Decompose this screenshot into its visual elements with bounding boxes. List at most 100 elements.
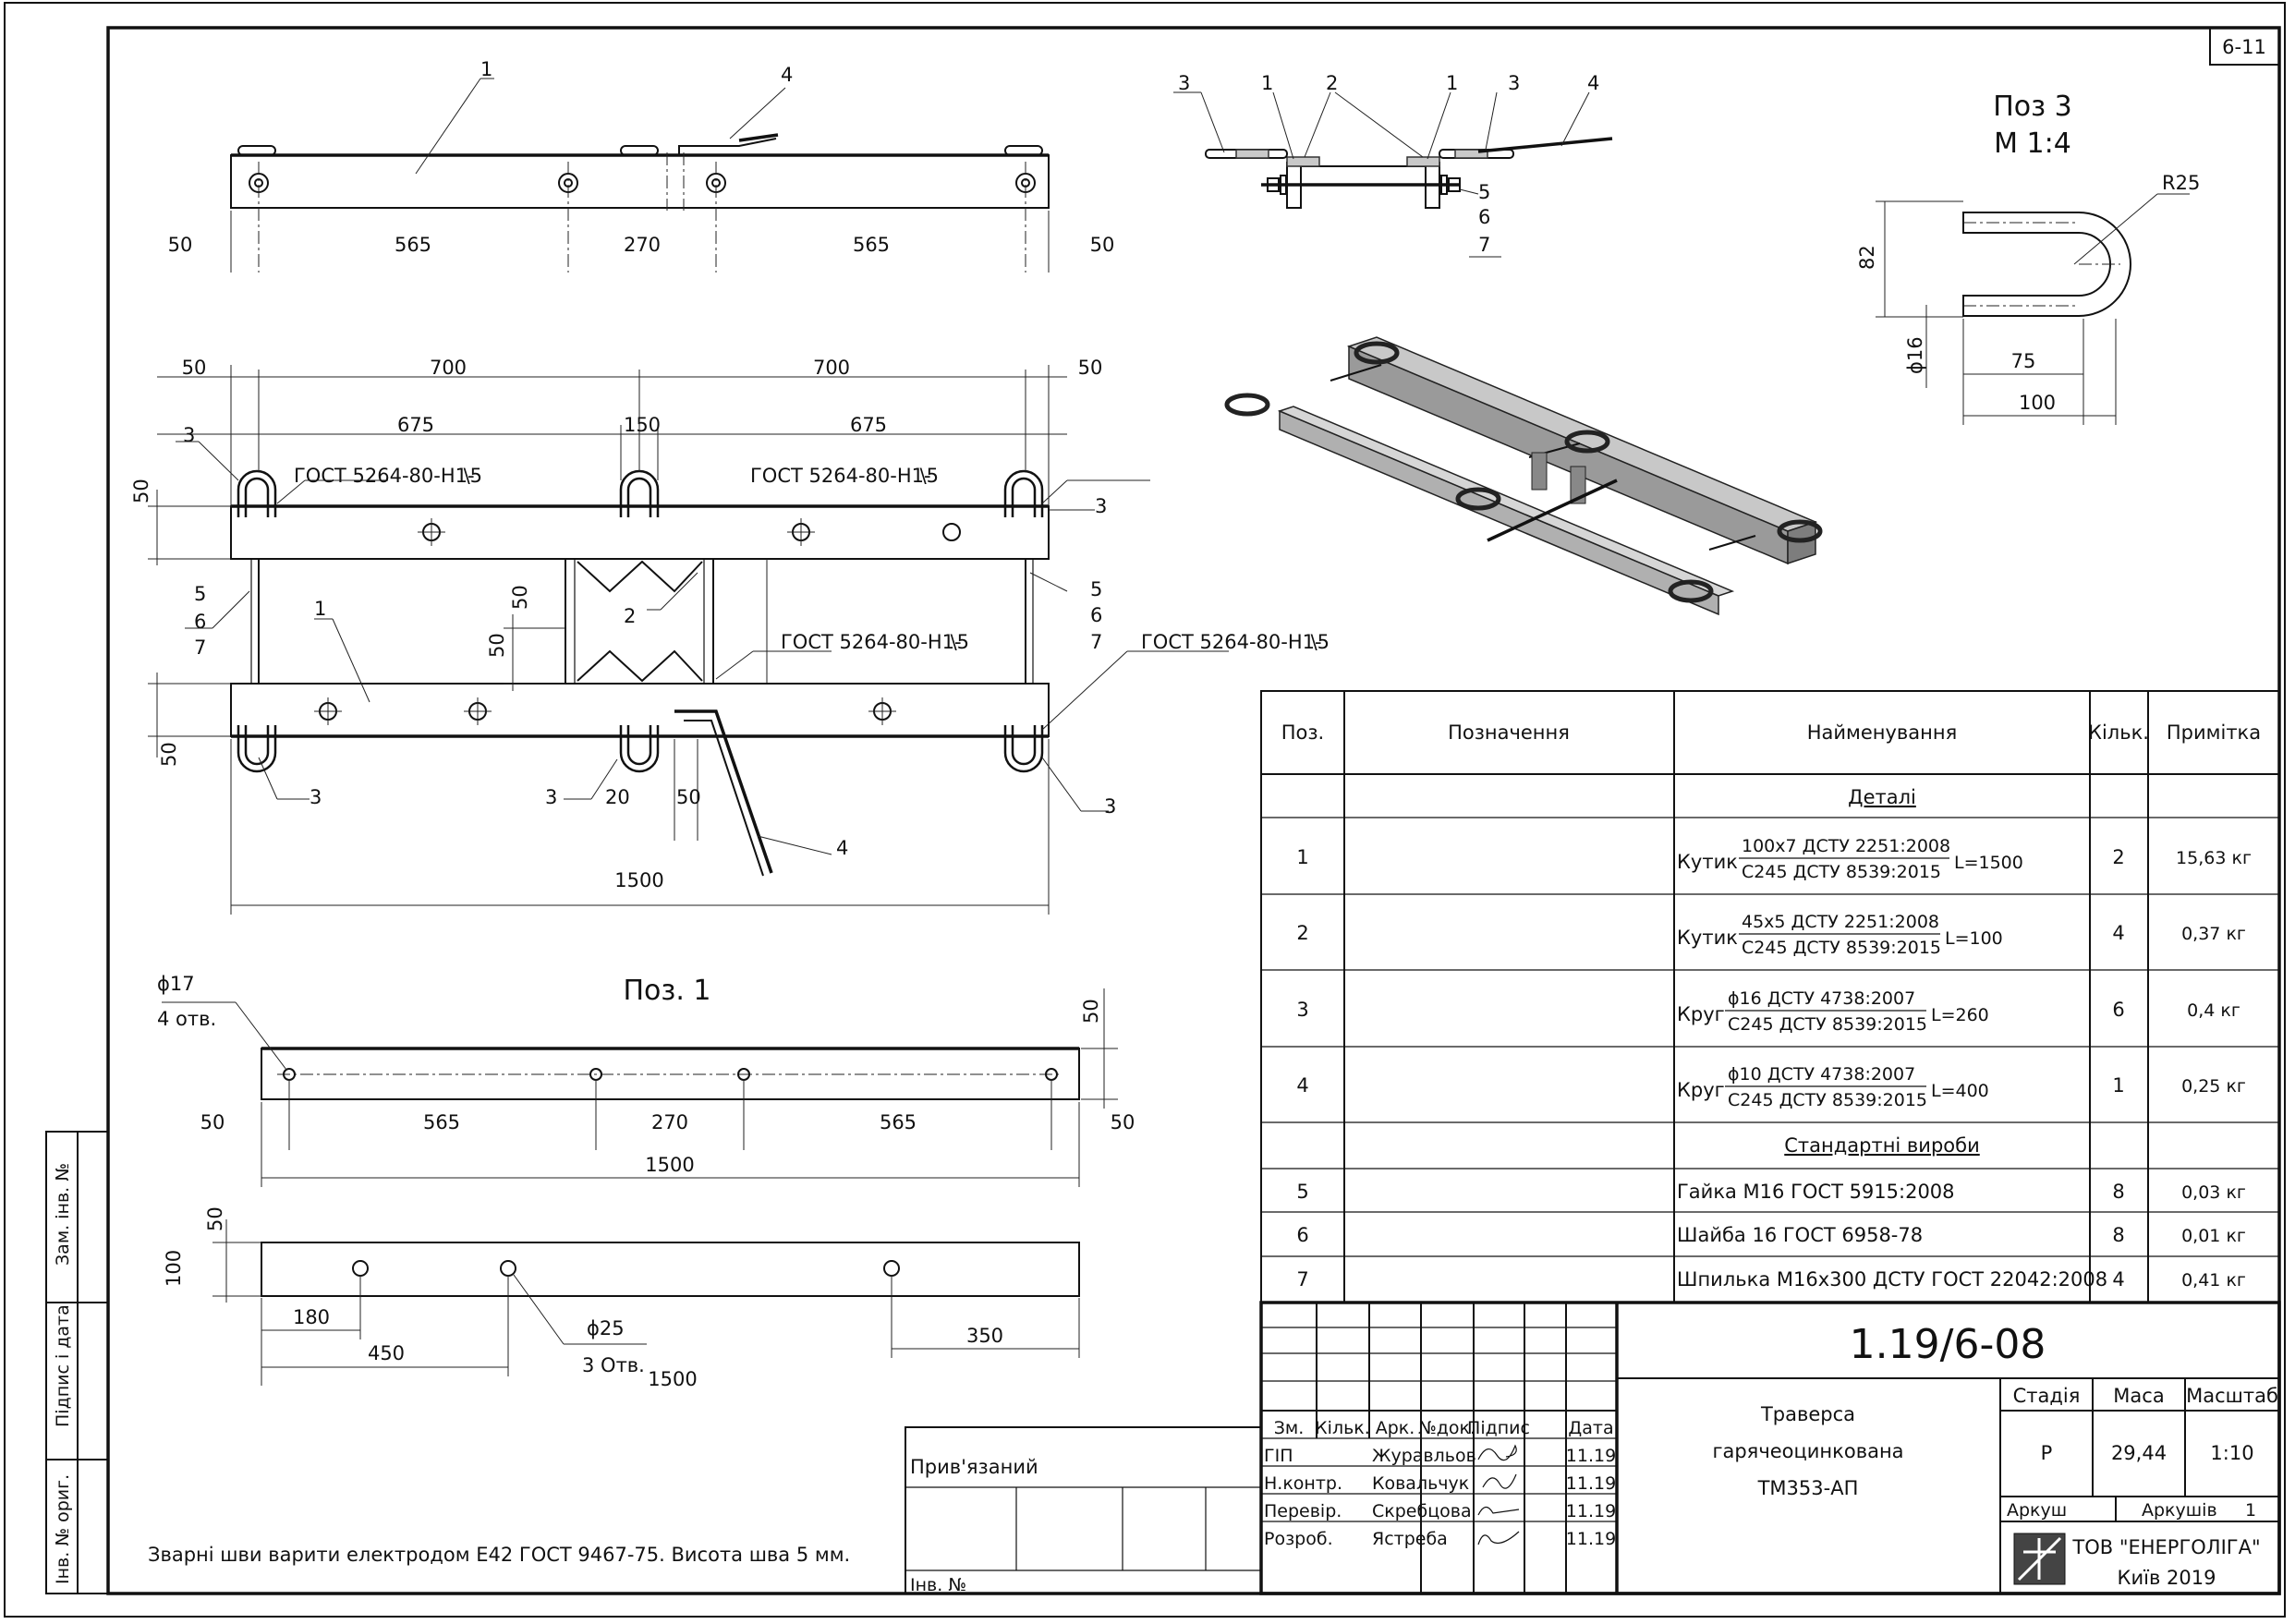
svg-text:1: 1 <box>2112 1074 2124 1097</box>
plan-dim-150: 150 <box>624 414 661 436</box>
top-view: 1 4 50 565 270 565 50 <box>168 58 1114 273</box>
tb-head-qty: Кільк. <box>1315 1418 1370 1438</box>
pos3-detail: Поз 3 М 1:4 R25 82 ϕ16 75 100 <box>1856 91 2200 425</box>
section-view: 3 1 2 1 3 4 5 6 7 <box>1173 72 1613 258</box>
pos1-dim-350: 350 <box>966 1325 1003 1347</box>
pos1-holes2-count: 3 Отв. <box>582 1354 645 1376</box>
stamp-sign-date: Підпис і дата <box>53 1304 73 1427</box>
binding-block: Прив'язаний Інв. № <box>905 1426 1262 1595</box>
bound-label: Прив'язаний <box>910 1456 1038 1478</box>
svg-text:15,63 кг: 15,63 кг <box>2176 848 2252 868</box>
signature-image <box>1482 1473 1517 1489</box>
signature-image <box>1477 1506 1520 1516</box>
title-line-2: гарячеоцинкована <box>1712 1440 1903 1462</box>
plan-label-2: 2 <box>624 605 636 627</box>
svg-text:Шпилька М16х300 ДСТУ ГОСТ 2204: Шпилька М16х300 ДСТУ ГОСТ 22042:2008 <box>1677 1268 2107 1291</box>
pos3-scale: М 1:4 <box>1994 127 2071 160</box>
svg-text:2: 2 <box>2112 846 2124 868</box>
outer-border <box>4 2 2286 1618</box>
pos3-width75: 75 <box>2011 350 2036 372</box>
plan-dim-675b: 675 <box>850 414 887 436</box>
sec-label-1a: 1 <box>1261 72 1273 94</box>
pos1-detail: Поз. 1 ϕ17 4 отв. 50 50 565 270 565 50 1… <box>157 973 1135 1390</box>
tb-person-row: Перевір. Скребцова 11.19 <box>1264 1501 1616 1521</box>
svg-text:8: 8 <box>2112 1224 2124 1246</box>
pos1-dim-565a: 565 <box>423 1111 460 1133</box>
tb-scale-head: Масштаб <box>2186 1385 2278 1407</box>
plan-vdim-50c: 50 <box>509 585 531 610</box>
sec-label-1b: 1 <box>1446 72 1458 94</box>
svg-text:3: 3 <box>1296 999 1308 1021</box>
spec-head-note: Примітка <box>2167 721 2261 744</box>
spec-head-pos: Поз. <box>1281 721 1324 744</box>
plan-label-3a: 3 <box>183 424 195 446</box>
plan-dim-50a: 50 <box>182 357 207 379</box>
svg-text:L=400: L=400 <box>1931 1081 1989 1101</box>
svg-text:4: 4 <box>1296 1074 1308 1097</box>
plan-vdim-50a: 50 <box>130 479 152 503</box>
company-logo <box>2013 1533 2066 1585</box>
plan-dim-total: 1500 <box>614 869 663 891</box>
plan-label-4: 4 <box>836 837 848 859</box>
pos1-dim-50a: 50 <box>200 1111 225 1133</box>
spec-std-row: 7 Шпилька М16х300 ДСТУ ГОСТ 22042:2008 4… <box>1296 1268 2246 1291</box>
tb-mass: 29,44 <box>2111 1442 2167 1464</box>
svg-text:С245 ДСТУ 8539:2015: С245 ДСТУ 8539:2015 <box>1728 1090 1927 1110</box>
pos3-width100: 100 <box>2019 392 2056 414</box>
svg-text:Кутик: Кутик <box>1677 927 1738 949</box>
sec-label-5: 5 <box>1478 181 1490 203</box>
sec-label-2: 2 <box>1326 72 1338 94</box>
svg-text:С245 ДСТУ 8539:2015: С245 ДСТУ 8539:2015 <box>1728 1014 1927 1035</box>
pos1-hole2-dia: ϕ25 <box>587 1317 625 1339</box>
plan-vdim-50d: 50 <box>158 742 180 767</box>
pos1-dim-1500: 1500 <box>648 1368 697 1390</box>
sec-label-7: 7 <box>1478 234 1490 256</box>
plan-view: 50 700 700 50 675 150 675 50 50 50 50 ГО… <box>130 357 1330 915</box>
spec-head-name: Найменування <box>1807 721 1958 744</box>
svg-text:0,41 кг: 0,41 кг <box>2181 1270 2246 1291</box>
svg-text:L=100: L=100 <box>1945 928 2003 949</box>
svg-text:4: 4 <box>2112 1268 2124 1291</box>
plan-label-6a: 6 <box>194 611 206 633</box>
svg-text:Шайба 16 ГОСТ 6958-78: Шайба 16 ГОСТ 6958-78 <box>1677 1224 1923 1246</box>
plan-weld-note-3: ГОСТ 5264-80-Н1-\5 <box>781 631 969 653</box>
top-dim-565b: 565 <box>853 234 890 256</box>
pos1-vdim-50b: 50 <box>204 1206 226 1231</box>
top-label-1: 1 <box>480 58 492 80</box>
spec-row: 1 Кутик 100х7 ДСТУ 2251:2008 С245 ДСТУ 8… <box>1296 836 2252 882</box>
svg-text:4: 4 <box>2112 922 2124 944</box>
tb-person-row: Н.контр. Ковальчук 11.19 <box>1264 1473 1616 1494</box>
sec-label-4: 4 <box>1587 72 1599 94</box>
plan-label-7a: 7 <box>194 636 206 659</box>
drawing-code: 1.19/6-08 <box>1850 1321 2046 1368</box>
pos1-dim-total: 1500 <box>645 1154 694 1176</box>
svg-text:Кутик: Кутик <box>1677 851 1738 873</box>
plan-dim-700a: 700 <box>430 357 467 379</box>
svg-text:Круг: Круг <box>1677 1003 1725 1025</box>
svg-text:Розроб.: Розроб. <box>1264 1529 1333 1549</box>
stamp-repl-inv: Зам. інв. № <box>53 1163 73 1266</box>
svg-text:2: 2 <box>1296 922 1308 944</box>
sec-label-3b: 3 <box>1508 72 1520 94</box>
pos1-title: Поз. 1 <box>623 975 710 1007</box>
svg-text:ϕ16 ДСТУ 4738:2007: ϕ16 ДСТУ 4738:2007 <box>1728 988 1915 1009</box>
tb-sheets-label: Аркушів <box>2142 1500 2217 1521</box>
svg-text:45х5 ДСТУ 2251:2008: 45х5 ДСТУ 2251:2008 <box>1742 912 1939 932</box>
tb-person-row: Розроб. Ястреба 11.19 <box>1264 1529 1616 1549</box>
pos3-radius: R25 <box>2162 172 2200 194</box>
svg-text:Скребцова: Скребцова <box>1372 1501 1472 1521</box>
plan-label-1: 1 <box>314 598 326 620</box>
sec-label-3a: 3 <box>1178 72 1190 94</box>
title-line-1: Траверса <box>1760 1403 1855 1425</box>
pos1-holes-count: 4 отв. <box>157 1008 216 1030</box>
tb-head-sheet: Арк. <box>1376 1418 1415 1438</box>
plan-label-5a: 5 <box>194 583 206 605</box>
plan-dim-20: 20 <box>605 786 630 808</box>
top-dim-565a: 565 <box>395 234 431 256</box>
svg-text:ϕ10 ДСТУ 4738:2007: ϕ10 ДСТУ 4738:2007 <box>1728 1064 1915 1085</box>
plan-label-3e: 3 <box>1104 795 1116 818</box>
tb-stage: Р <box>2041 1442 2053 1464</box>
plan-dim-675a: 675 <box>397 414 434 436</box>
plan-label-6b: 6 <box>1090 604 1102 626</box>
